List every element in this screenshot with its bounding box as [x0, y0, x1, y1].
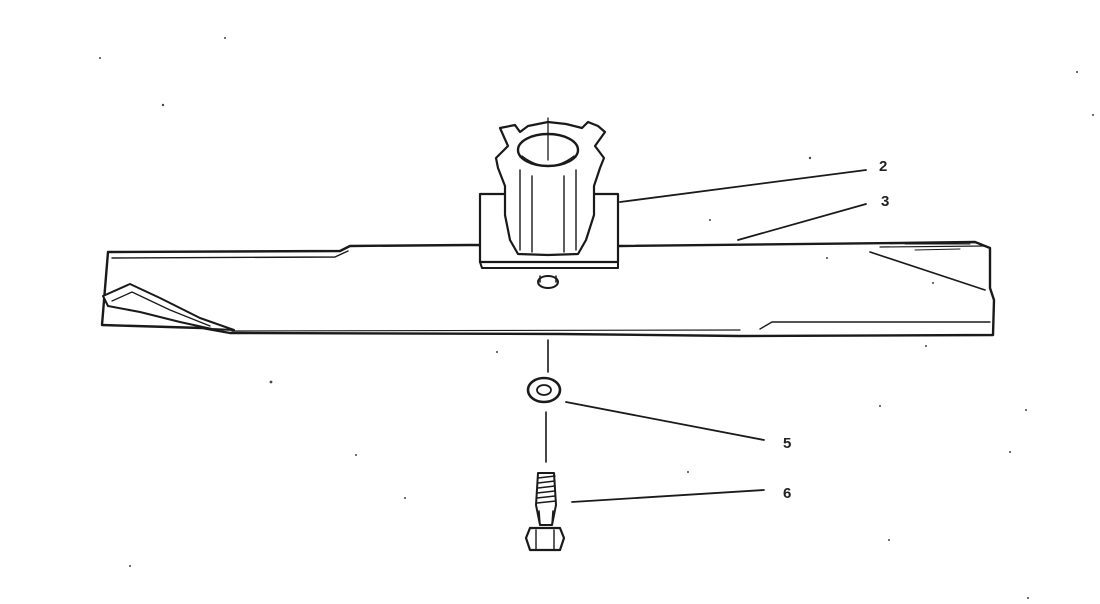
- callout-label-bolt: 6: [783, 485, 792, 502]
- leader-line-2: [619, 169, 867, 203]
- bolt: [524, 472, 566, 552]
- callout-label-washer: 5: [783, 435, 792, 452]
- leader-line-3: [737, 203, 867, 241]
- scan-noise: [99, 37, 1094, 599]
- leader-line-5: [565, 401, 765, 441]
- callout-label-blade: 3: [881, 193, 890, 210]
- leader-line-6: [571, 489, 765, 503]
- callout-label-hub: 2: [879, 158, 888, 175]
- blade-hub: [478, 117, 620, 289]
- washer: [526, 376, 562, 404]
